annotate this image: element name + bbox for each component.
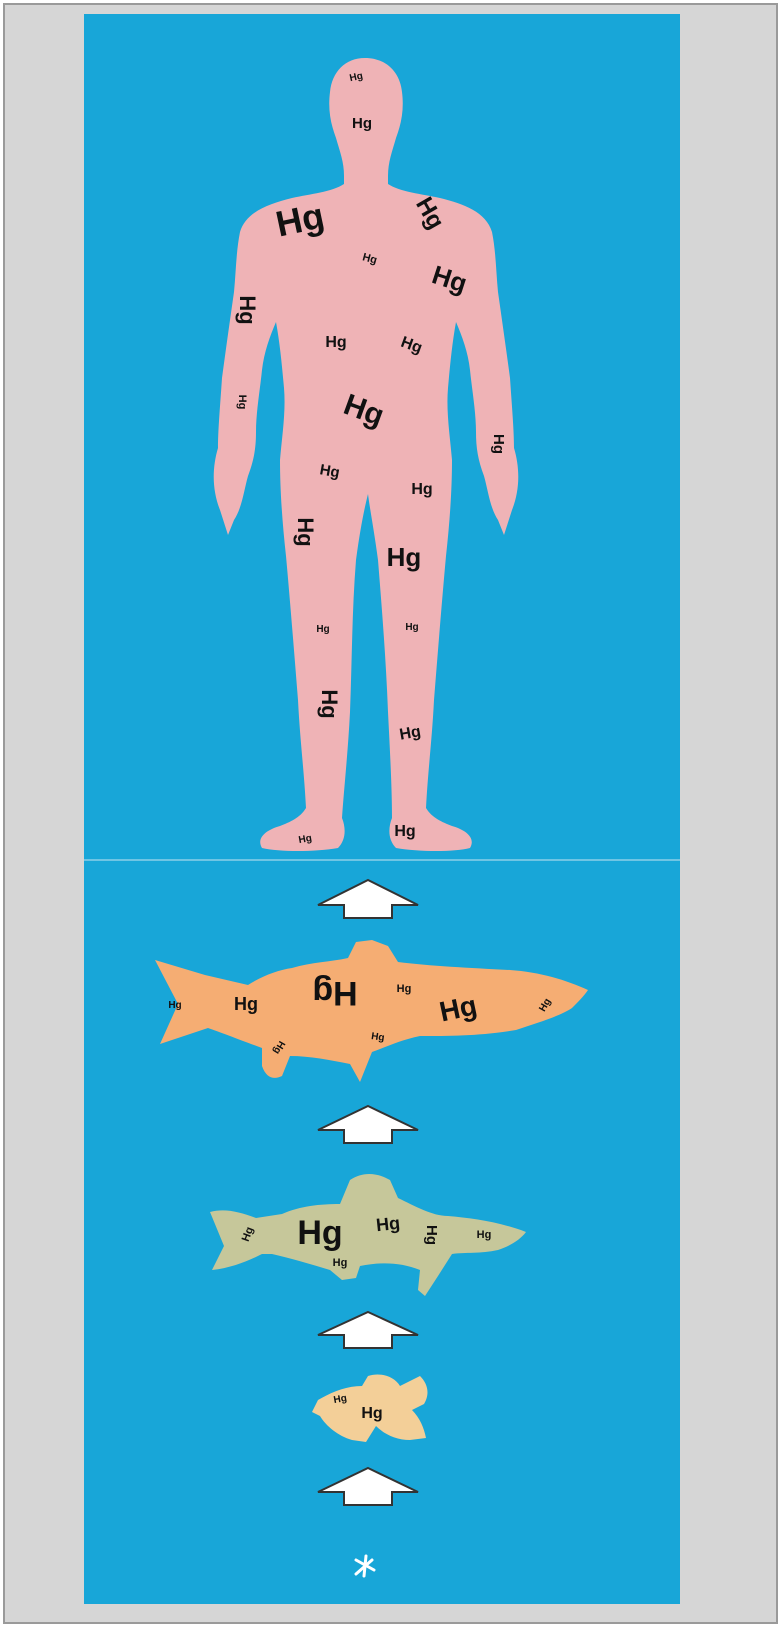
hg-label: Hg — [423, 1225, 440, 1245]
hg-label: Hg — [387, 542, 422, 572]
hg-label: Hg — [297, 1214, 342, 1252]
hg-label: Hg — [312, 974, 357, 1012]
hg-label: Hg — [333, 1393, 348, 1406]
hg-label: Hg — [298, 833, 313, 846]
hg-label: Hg — [235, 295, 260, 324]
hg-label: Hg — [490, 434, 507, 454]
hg-label: Hg — [236, 395, 248, 410]
hg-label: Hg — [405, 622, 418, 633]
hg-label: Hg — [293, 517, 318, 546]
hg-label: Hg — [325, 334, 346, 351]
hg-label: Hg — [316, 624, 329, 635]
hg-label: Hg — [477, 1229, 492, 1241]
hg-label: Hg — [168, 1000, 181, 1011]
hg-label: Hg — [352, 115, 372, 132]
hg-label: Hg — [370, 1031, 385, 1044]
hg-label: Hg — [361, 1405, 382, 1422]
hg-label: Hg — [411, 481, 432, 498]
hg-label: Hg — [318, 461, 341, 481]
hg-label: Hg — [234, 994, 258, 1014]
hg-label: Hg — [397, 983, 412, 995]
hg-label: Hg — [375, 1213, 401, 1235]
hg-label: Hg — [317, 689, 342, 718]
hg-label: Hg — [333, 1257, 348, 1269]
hg-label: Hg — [394, 823, 415, 840]
